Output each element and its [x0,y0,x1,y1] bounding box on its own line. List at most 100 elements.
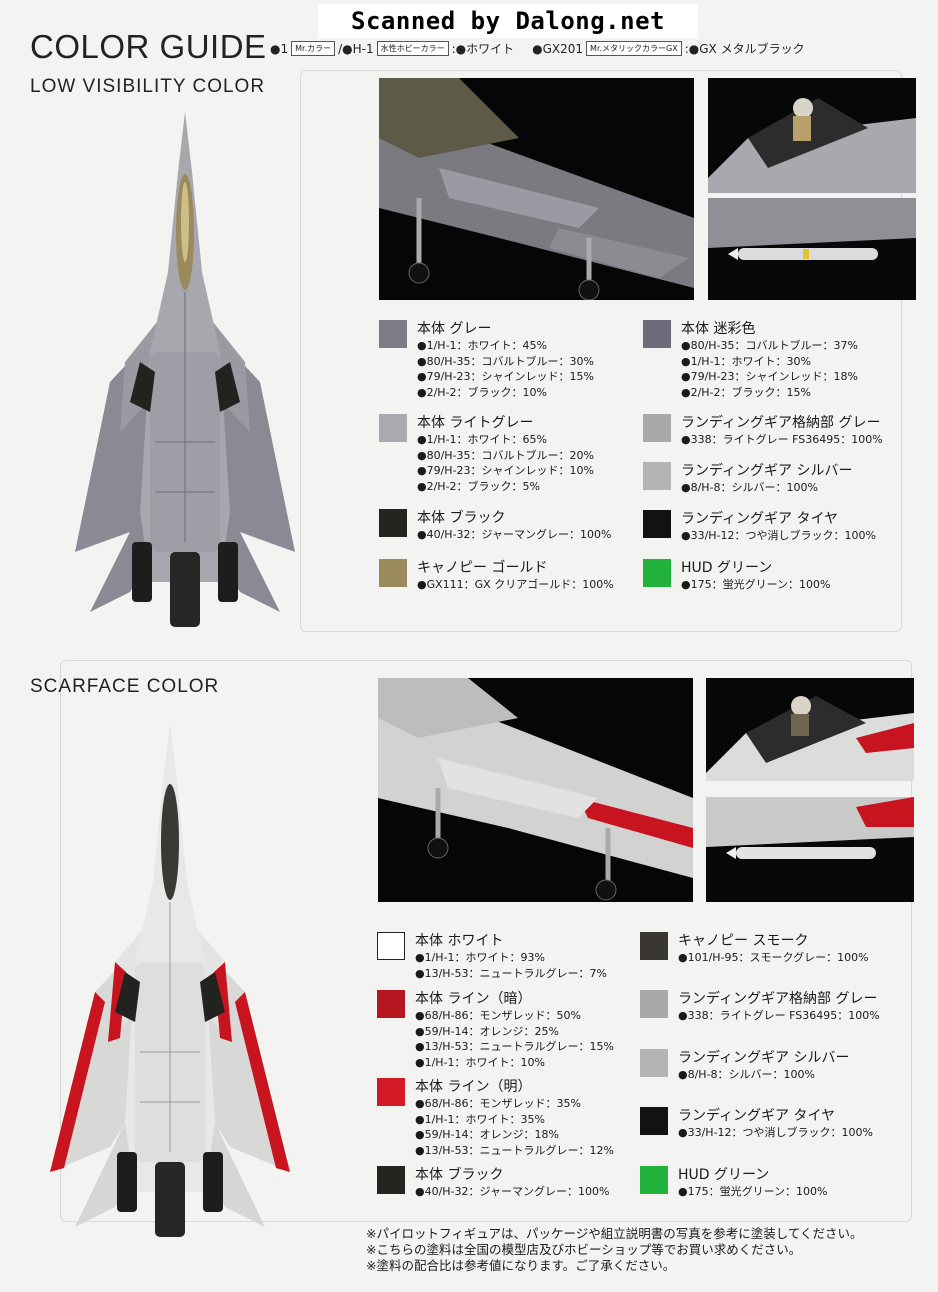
paint-mix-lines: ●GX111：GX クリアゴールド：100% [417,577,614,593]
legend-box: 水性ホビーカラー [376,41,449,56]
paint-mix-lines: ●40/H-32：ジャーマングレー：100% [415,1184,609,1200]
paint-mix-lines: ●33/H-12：つや消しブラック：100% [681,528,876,544]
paint-mix-line: ●1/H-1：ホワイト：10% [415,1055,545,1069]
scarface-plane-image [50,722,290,1237]
color-chip [640,990,668,1018]
paint-mix-line: ●2/H-2：ブラック：5% [417,479,540,493]
scarface-cockpit-photo [706,678,914,781]
paint-mix-lines: ●8/H-8：シルバー：100% [681,480,818,496]
legend-text: :●ホワイト [451,42,515,56]
legend-text: ●GX201 [532,41,584,56]
paint-mix-line: ●40/H-32：ジャーマングレー：100% [415,1185,610,1198]
paint-mix-line: ●68/H-86：モンザレッド：50% [415,1009,581,1022]
scarface-missile-photo [706,797,914,902]
paint-mix-line: ●8/H-8：シルバー：100% [681,481,818,494]
footnote: ※塗料の配合比は参考値になります。ご了承ください。 [366,1258,676,1273]
color-chip [379,509,407,537]
paint-mix-line: ●1/H-1：ホワイト：93% [415,951,545,964]
paint-mix-lines: ●338：ライトグレー FS36495：100% [678,1008,880,1024]
paint-mix-line: ●13/H-53：ニュートラルグレー：12% [415,1143,614,1157]
color-name: ランディングギア格納部 グレー [678,991,878,1007]
paint-mix-line: ●8/H-8：シルバー：100% [678,1068,815,1081]
footnote: ※パイロットフィギュアは、パッケージや組立説明書の写真を参考に塗装してください。 [366,1226,863,1241]
color-chip [643,414,671,442]
paint-legend: ●1 Mr.カラー /●H-1 水性ホビーカラー :●ホワイト ●GX201 M… [270,40,805,57]
color-name: 本体 迷彩色 [681,321,756,337]
color-name: 本体 グレー [417,321,492,337]
color-chip [640,1107,668,1135]
paint-mix-lines: ●33/H-12：つや消しブラック：100% [678,1125,873,1141]
color-chip [643,320,671,348]
paint-mix-lines: ●1/H-1：ホワイト：45% ●80/H-35：コバルトブルー：30% ●79/H… [417,338,594,400]
scarface-side-photo [378,678,693,902]
paint-mix-line: ●13/H-53：ニュートラルグレー：7% [415,966,607,980]
paint-mix-line: ●338：ライトグレー FS36495：100% [681,433,883,446]
paint-mix-lines: ●40/H-32：ジャーマングレー：100% [417,527,611,543]
low-visibility-plane-image [75,112,295,627]
paint-mix-lines: ●68/H-86：モンザレッド：35% ●1/H-1：ホワイト：35% ●59/H-… [415,1096,614,1158]
legend-text: /●H-1 [338,41,374,56]
low-visibility-cockpit-photo [708,78,916,193]
paint-mix-lines: ●101/H-95：スモークグレー：100% [678,950,869,966]
color-name: 本体 ブラック [415,1167,504,1183]
paint-mix-line: ●1/H-1：ホワイト：30% [681,354,811,368]
paint-mix-line: ●33/H-12：つや消しブラック：100% [681,529,876,542]
paint-mix-lines: ●68/H-86：モンザレッド：50% ●59/H-14：オレンジ：25% ●13/… [415,1008,614,1070]
color-chip [643,510,671,538]
color-chip [377,990,405,1018]
color-name: ランディングギア タイヤ [681,511,839,527]
paint-mix-line: ●79/H-23：シャインレッド：10% [417,464,594,477]
legend-text: :●GX メタルブラック [684,42,805,56]
footnotes: ※パイロットフィギュアは、パッケージや組立説明書の写真を参考に塗装してください。… [366,1226,862,1274]
color-chip [377,1078,405,1106]
color-chip [640,1049,668,1077]
paint-mix-line: ●13/H-53：ニュートラルグレー：15% [415,1040,614,1053]
color-name: ランディングギア格納部 グレー [681,415,881,431]
paint-mix-line: ●338：ライトグレー FS36495：100% [678,1009,880,1022]
color-chip [379,414,407,442]
color-chip [643,462,671,490]
color-name: 本体 ライン（暗） [415,991,532,1007]
paint-mix-line: ●40/H-32：ジャーマングレー：100% [417,528,612,541]
paint-mix-line: ●80/H-35：コバルトブルー：30% [417,354,594,368]
legend-text: ●1 [270,41,289,56]
paint-mix-line: ●101/H-95：スモークグレー：100% [678,951,869,964]
color-name: HUD グリーン [681,560,773,576]
color-name: 本体 ライトグレー [417,415,534,431]
paint-mix-line: ●2/H-2：ブラック：10% [417,385,547,399]
color-name: 本体 ホワイト [415,933,504,949]
footnote: ※こちらの塗料は全国の模型店及びホビーショップ等でお買い求めください。 [366,1242,802,1257]
paint-mix-line: ●68/H-86：モンザレッド：35% [415,1097,581,1110]
paint-mix-lines: ●175：蛍光グリーン：100% [678,1184,828,1200]
low-visibility-heading: LOW VISIBILITY COLOR [30,76,266,97]
paint-mix-line: ●1/H-1：ホワイト：65% [417,433,547,446]
paint-mix-line: ●79/H-23：シャインレッド：15% [417,370,594,383]
color-chip [643,559,671,587]
color-chip [377,1166,405,1194]
page-title: COLOR GUIDE [30,28,267,65]
paint-mix-line: ●2/H-2：ブラック：15% [681,385,811,399]
legend-box: Mr.カラー [291,41,336,56]
paint-mix-lines: ●1/H-1：ホワイト：93% ●13/H-53：ニュートラルグレー：7% [415,950,607,981]
paint-mix-line: ●59/H-14：オレンジ：18% [415,1128,559,1141]
paint-mix-line: ●79/H-23：シャインレッド：18% [681,370,858,383]
color-name: ランディングギア シルバー [681,463,853,479]
low-visibility-side-photo [379,78,694,300]
paint-mix-line: ●175：蛍光グリーン：100% [678,1185,828,1198]
paint-mix-line: ●1/H-1：ホワイト：45% [417,339,547,352]
background-lineart [300,70,902,632]
paint-mix-line: ●1/H-1：ホワイト：35% [415,1112,545,1126]
background-lineart [60,660,912,1222]
color-chip [379,559,407,587]
paint-mix-lines: ●1/H-1：ホワイト：65% ●80/H-35：コバルトブルー：20% ●79/H… [417,432,594,494]
color-name: ランディングギア タイヤ [678,1108,836,1124]
legend-box: Mr.メタリックカラーGX [586,41,682,56]
scarface-heading: SCARFACE COLOR [30,676,220,697]
color-name: ランディングギア シルバー [678,1050,850,1066]
paint-mix-lines: ●8/H-8：シルバー：100% [678,1067,815,1083]
scan-watermark: Scanned by Dalong.net [318,4,698,38]
paint-mix-line: ●80/H-35：コバルトブルー：37% [681,339,858,352]
paint-mix-line: ●80/H-35：コバルトブルー：20% [417,448,594,462]
color-chip [379,320,407,348]
paint-mix-line: ●59/H-14：オレンジ：25% [415,1024,559,1038]
